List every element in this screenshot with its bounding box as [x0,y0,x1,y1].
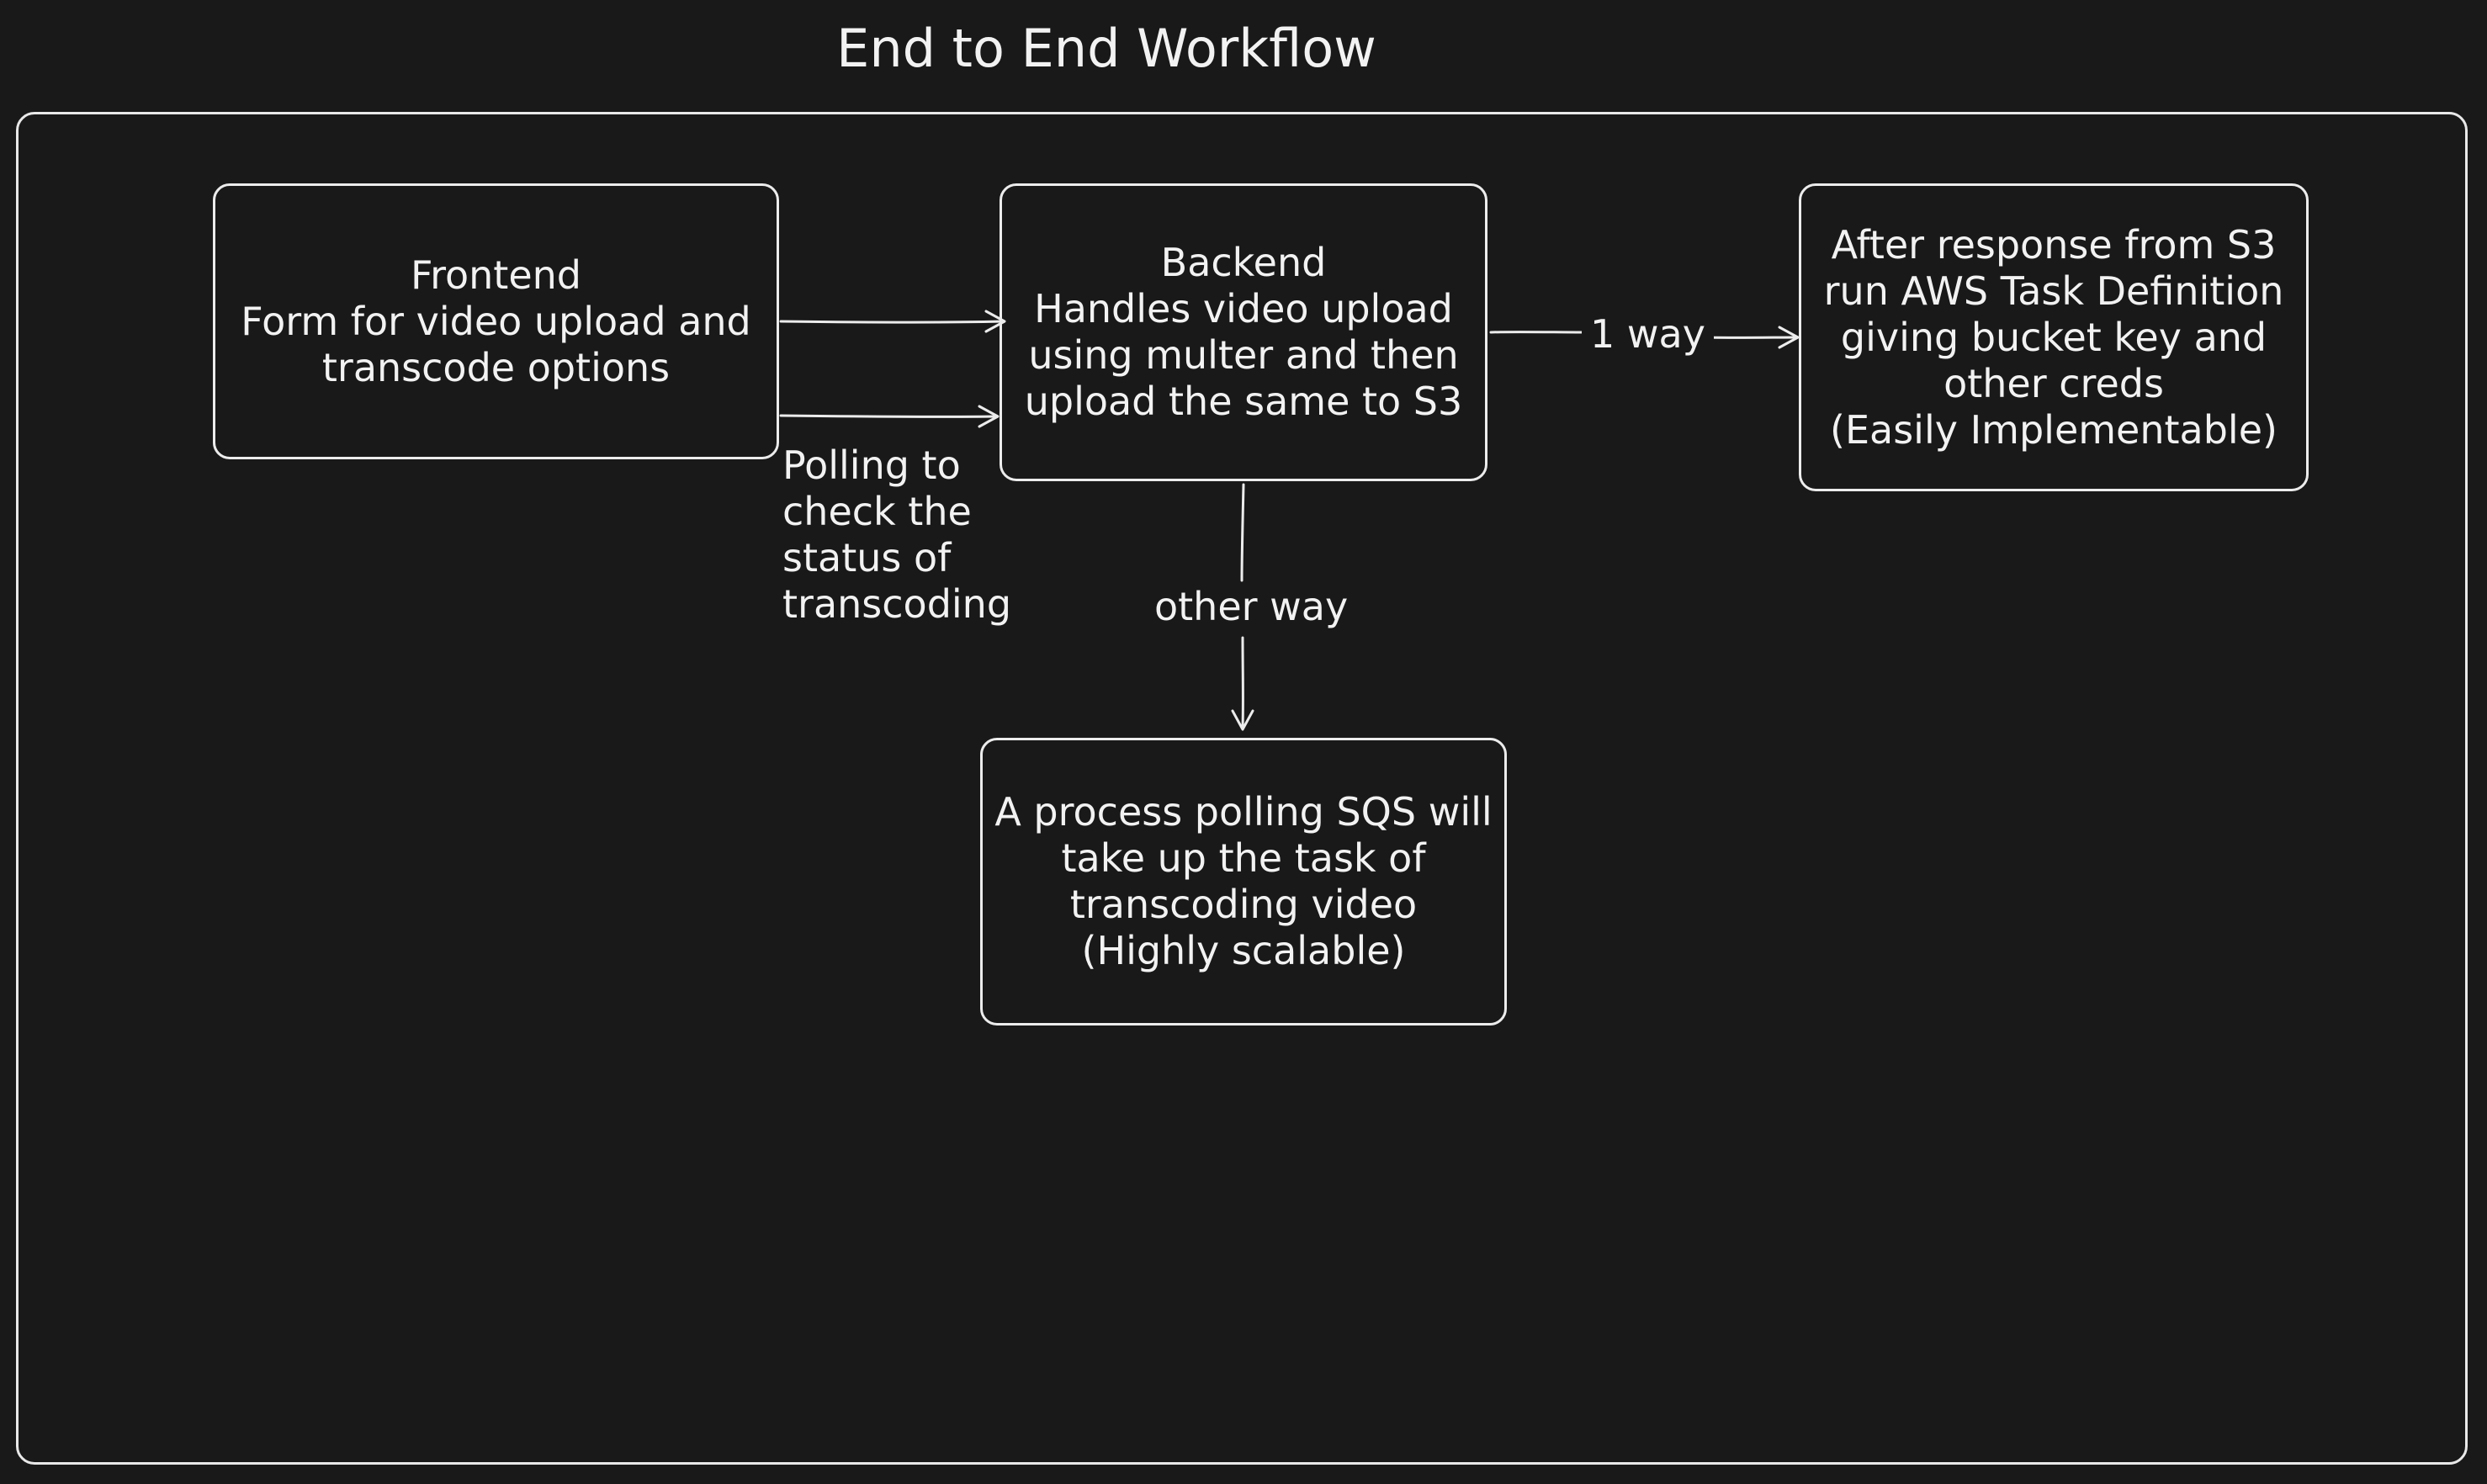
frontend-node-text: Form for video upload and [241,298,751,344]
backend-node-text: using multer and then [1028,332,1459,378]
backend-node-heading: Backend [1160,240,1327,285]
frontend-node-heading: Frontend [410,252,581,298]
sqs-worker-node: A process polling SQS will take up the t… [980,738,1507,1026]
workflow-frame [16,112,2468,1465]
frontend-node-text: transcode options [321,344,671,390]
sqs-worker-node-text: transcoding video [1069,882,1418,927]
ecs-task-node-text: After response from S3 [1831,221,2277,268]
ecs-task-node: After response from S3 run AWS Task Defi… [1799,183,2309,491]
diagram-title: End to End Workflow [836,18,1376,79]
other-way-edge-label: other way [1146,584,1357,630]
frontend-node: Frontend Form for video upload and trans… [213,183,779,459]
ecs-task-node-text: other creds [1943,360,2164,406]
sqs-worker-node-note: (Highly scalable) [1081,928,1406,973]
polling-edge-label-line: check the [782,489,972,534]
sqs-worker-node-text: A process polling SQS will [994,789,1493,835]
backend-node-text: Handles video upload [1034,286,1453,331]
backend-node: Backend Handles video upload using multe… [1000,183,1487,481]
arrow-frontend-to-backend [779,310,1006,333]
polling-edge-label-line: status of [782,535,952,580]
backend-node-text: upload the same to S3 [1024,379,1463,424]
ecs-task-node-text: giving bucket key and [1840,314,2267,360]
ecs-task-node-text: run AWS Task Definition [1823,268,2284,314]
ecs-task-node-note: (Easily Implementable) [1830,406,2278,453]
polling-edge-label-line: transcoding [782,581,1012,627]
polling-edge-label-line: Polling to [782,443,961,488]
one-way-edge-label: 1 way [1582,311,1714,358]
sqs-worker-node-text: take up the task of [1061,835,1426,881]
arrow-polling [779,405,1000,428]
polling-edge-label: Polling to check the status of transcodi… [782,443,1011,628]
arrow-other-way [1231,483,1254,731]
